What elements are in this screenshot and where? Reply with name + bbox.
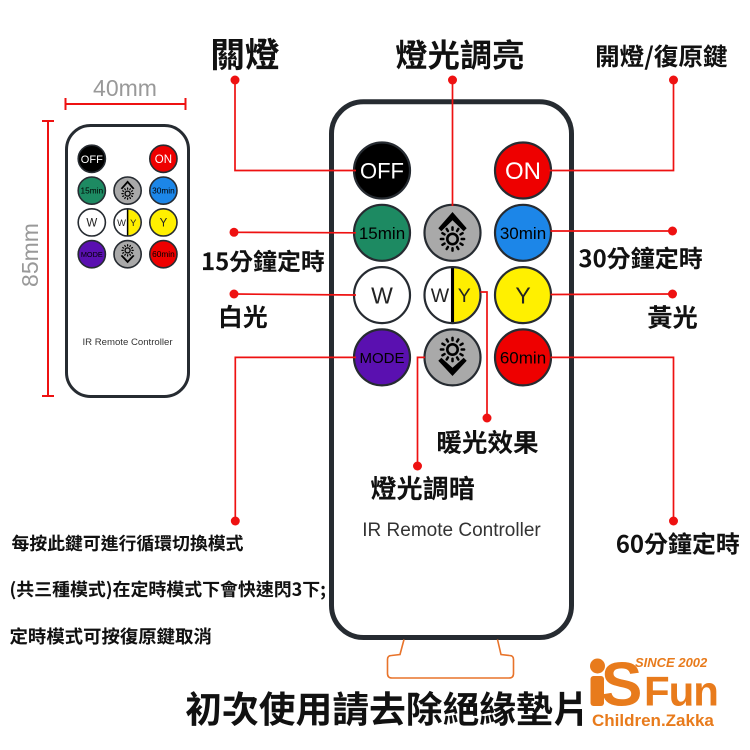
svg-text:Y: Y — [515, 282, 530, 308]
svg-text:Fun: Fun — [644, 668, 718, 715]
svg-text:Y: Y — [130, 217, 137, 228]
svg-text:Y: Y — [458, 285, 471, 307]
svg-text:30min: 30min — [500, 224, 546, 243]
svg-text:IR Remote Controller: IR Remote Controller — [82, 337, 173, 348]
svg-text:MODE: MODE — [81, 250, 103, 259]
svg-text:40mm: 40mm — [93, 75, 157, 101]
svg-text:15min: 15min — [359, 224, 405, 243]
svg-text:ON: ON — [155, 154, 172, 166]
svg-text:OFF: OFF — [81, 154, 103, 166]
svg-text:SINCE 2002: SINCE 2002 — [635, 655, 708, 670]
svg-text:IR Remote Controller: IR Remote Controller — [362, 520, 541, 541]
svg-text:S: S — [601, 651, 642, 720]
svg-text:15min: 15min — [80, 186, 103, 196]
svg-text:W: W — [431, 285, 450, 307]
svg-text:ON: ON — [505, 158, 541, 185]
svg-text:W: W — [86, 218, 97, 230]
svg-text:Children.Zakka: Children.Zakka — [592, 711, 714, 730]
svg-text:85mm: 85mm — [17, 223, 43, 287]
svg-text:30min: 30min — [152, 186, 175, 196]
svg-text:60min: 60min — [500, 349, 546, 368]
svg-text:OFF: OFF — [360, 158, 404, 183]
svg-text:W: W — [117, 217, 126, 228]
svg-text:MODE: MODE — [360, 350, 405, 367]
svg-text:Y: Y — [160, 218, 168, 230]
svg-text:W: W — [371, 282, 393, 308]
svg-text:60min: 60min — [152, 249, 175, 259]
